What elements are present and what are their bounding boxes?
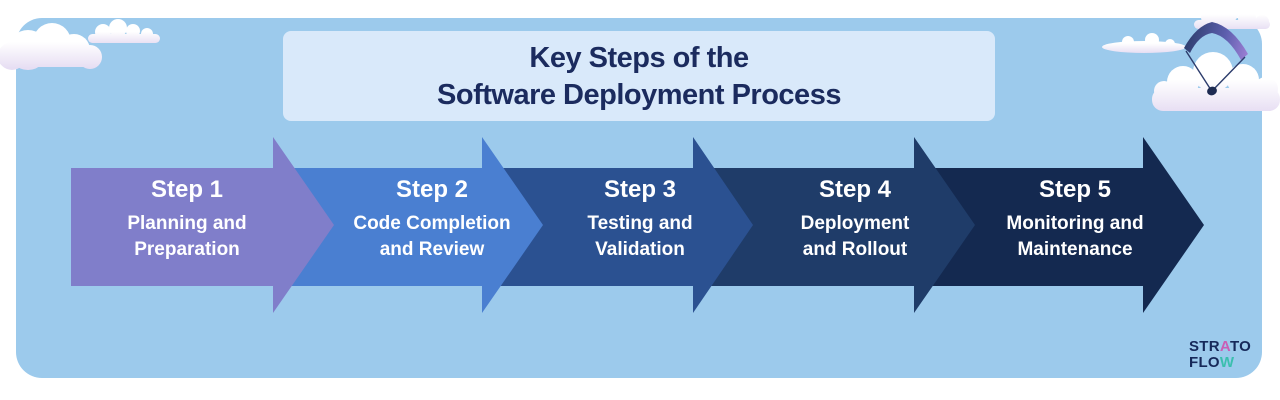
stratoflow-logo: STRATO FLOW: [1189, 339, 1251, 370]
step-1-label: Step 1: [150, 176, 224, 203]
step-3-text: Step 3 Testing and Validation: [525, 176, 755, 263]
step-3-line-1: Testing and: [587, 213, 693, 234]
step-5-text: Step 5 Monitoring and Maintenance: [960, 176, 1190, 263]
step-4-line-2: and Rollout: [802, 239, 908, 260]
logo-accent-w: W: [1219, 353, 1235, 371]
step-2-label: Step 2: [395, 176, 469, 203]
step-5-line-1: Monitoring and: [1006, 213, 1144, 234]
page-title-line-1: Key Steps of the: [529, 42, 749, 74]
step-4-text: Step 4 Deployment and Rollout: [740, 176, 970, 263]
step-2-line-2: and Review: [379, 239, 485, 260]
page-title-line-2: Software Deployment Process: [437, 79, 841, 111]
step-3-label: Step 3: [603, 176, 677, 203]
step-5-line-2: Maintenance: [1017, 239, 1133, 260]
step-3-line-2: Validation: [595, 239, 685, 260]
step-4-line-1: Deployment: [800, 213, 910, 234]
logo-accent-a: A: [1219, 338, 1230, 355]
step-4-label: Step 4: [818, 176, 892, 203]
step-5-label: Step 5: [1038, 176, 1112, 203]
step-1-text: Step 1 Planning and Preparation: [72, 176, 302, 263]
step-2-text: Step 2 Code Completion and Review: [317, 176, 547, 263]
step-2-line-1: Code Completion: [353, 213, 511, 234]
step-1-line-2: Preparation: [134, 239, 240, 260]
logo-line-1: STRATO: [1189, 338, 1252, 355]
step-1-line-1: Planning and: [127, 213, 247, 234]
logo-line-2: FLOW: [1189, 353, 1235, 371]
title-box: Key Steps of the Software Deployment Pro…: [283, 31, 995, 121]
